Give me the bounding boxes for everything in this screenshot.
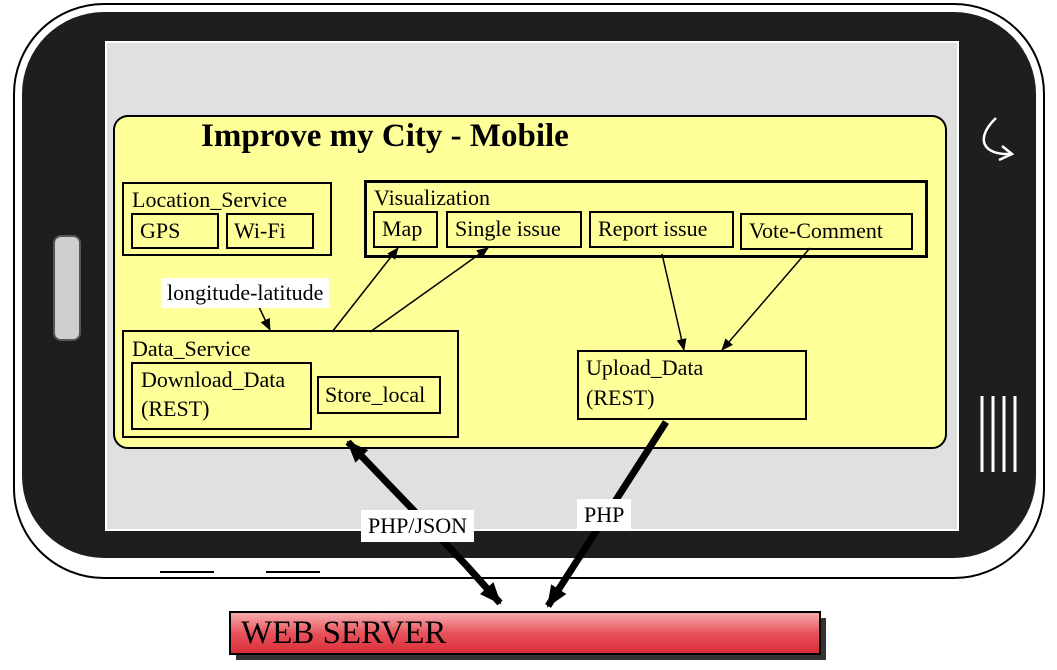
single-issue-box: [446, 211, 582, 248]
gps-box: [131, 213, 219, 249]
report-issue-box: [589, 211, 734, 248]
upload-data-box: [577, 350, 807, 420]
visualization-label: Visualization: [374, 185, 490, 210]
store-local-box: [317, 376, 441, 414]
map-label: Map: [382, 216, 423, 241]
single-issue-label: Single issue: [455, 216, 561, 241]
vote-comment-label: Vote-Comment: [749, 218, 884, 243]
app-panel: [113, 115, 947, 449]
download-data-label-line2: (REST): [141, 396, 210, 421]
arrow-vote-to-upload: [721, 247, 811, 351]
download-data-box: [131, 362, 312, 430]
gps-label: GPS: [140, 218, 181, 243]
php-label: PHP: [577, 499, 632, 531]
report-issue-label: Report issue: [598, 216, 708, 241]
location-service-box: [122, 182, 332, 256]
arrow-server-data-exchange: [463, 562, 503, 606]
vote-comment-box: [740, 213, 913, 250]
map-box: [373, 211, 438, 248]
arrow-report-to-upload: [661, 253, 687, 351]
menu-lines-icon: [980, 396, 1017, 472]
arrow-location-to-data: [257, 304, 271, 331]
store-local-label: Store_local: [325, 382, 426, 407]
arrow-data-to-map: [331, 247, 399, 333]
longitude-latitude-label: longitude-latitude: [161, 278, 330, 308]
web-server-label: WEB SERVER: [241, 615, 447, 651]
upload-data-label-line1: Upload_Data: [586, 355, 704, 380]
web-server-box: [229, 611, 821, 655]
wifi-box: [226, 213, 314, 249]
visualization-box: [364, 180, 928, 258]
arrow-server-data-exchange: [345, 439, 469, 568]
upload-data-label-line2: (REST): [586, 385, 655, 410]
data-service-label: Data_Service: [132, 336, 251, 361]
app-title: Improve my City - Mobile: [201, 118, 569, 154]
data-service-box: [122, 330, 459, 438]
side-button: [53, 235, 81, 341]
location-service-label: Location_Service: [132, 187, 288, 212]
wifi-label: Wi-Fi: [234, 218, 286, 243]
download-data-label-line1: Download_Data: [141, 367, 286, 392]
back-arrow-icon: [982, 117, 1015, 162]
php-json-label: PHP/JSON: [361, 510, 475, 542]
arrow-data-to-single-issue: [369, 247, 489, 333]
